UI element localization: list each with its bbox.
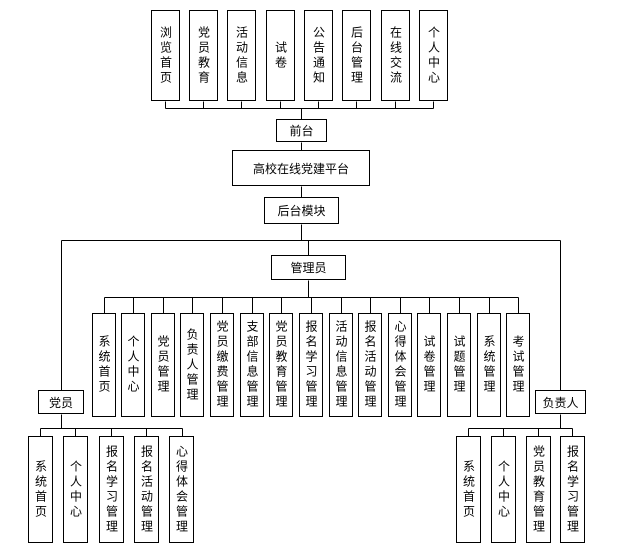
member-label: 党员: [48, 395, 73, 410]
admin-item-study-signup-mgmt: 报名学习管理: [299, 313, 323, 417]
admin-item-label: 系统首页: [97, 335, 111, 395]
admin-item-activity-signup-mgmt: 报名活动管理: [358, 313, 382, 417]
member-item-system-home: 系统首页: [28, 436, 53, 543]
front-item-label: 后台管理: [349, 25, 364, 86]
admin-item-label: 心得体会管理: [393, 320, 407, 410]
admin-item-system-mgmt: 系统管理: [477, 313, 501, 417]
leader-item-personal-center: 个人中心: [491, 436, 516, 543]
admin-item-branch-info-mgmt: 支部信息管理: [240, 313, 264, 417]
leader-item-study-signup-mgmt: 报名学习管理: [560, 436, 585, 543]
front-item-label: 公告通知: [311, 25, 326, 86]
admin-item-activity-info-mgmt: 活动信息管理: [329, 313, 353, 417]
member-item-activity-signup-mgmt: 报名活动管理: [134, 436, 159, 543]
admin-item-label: 报名学习管理: [304, 320, 318, 410]
admin-item-paper-mgmt: 试卷管理: [417, 313, 441, 417]
leader-item-label: 党员教育管理: [531, 444, 546, 535]
front-hub-box: 前台: [276, 119, 327, 142]
admin-item-personal-center: 个人中心: [121, 313, 145, 417]
leader-item-label: 系统首页: [461, 459, 476, 520]
platform-label: 高校在线党建平台: [252, 161, 349, 176]
front-item-announcement: 公告通知: [304, 10, 333, 101]
admin-item-label: 党员缴费管理: [215, 320, 229, 410]
member-item-label: 心得体会管理: [174, 444, 189, 535]
leader-box: 负责人: [535, 390, 586, 414]
admin-label: 管理员: [290, 261, 327, 275]
admin-item-label: 党员管理: [156, 335, 170, 395]
admin-item-label: 负责人管理: [185, 327, 199, 403]
admin-item-leader-mgmt: 负责人管理: [180, 313, 204, 417]
member-item-study-signup-mgmt: 报名学习管理: [99, 436, 124, 543]
admin-item-label: 个人中心: [126, 335, 140, 395]
admin-item-label: 考试管理: [511, 335, 525, 395]
admin-item-label: 系统管理: [482, 335, 496, 395]
front-item-backend-admin: 后台管理: [342, 10, 371, 101]
front-item-label: 浏览首页: [158, 25, 173, 86]
admin-item-question-mgmt: 试题管理: [447, 313, 471, 417]
admin-item-label: 试题管理: [452, 335, 466, 395]
admin-item-label: 党员教育管理: [274, 320, 288, 410]
leader-item-education-mgmt: 党员教育管理: [526, 436, 551, 543]
front-item-party-education: 党员教育: [189, 10, 218, 101]
front-item-online-chat: 在线交流: [381, 10, 410, 101]
member-item-label: 报名活动管理: [139, 444, 154, 535]
admin-item-dues-mgmt: 党员缴费管理: [210, 313, 234, 417]
front-item-label: 党员教育: [196, 25, 211, 86]
admin-item-system-home: 系统首页: [92, 313, 116, 417]
backend-label: 后台模块: [277, 204, 326, 218]
member-item-label: 报名学习管理: [104, 444, 119, 535]
front-hub-label: 前台: [289, 124, 314, 138]
front-item-browse-home: 浏览首页: [151, 10, 180, 101]
leader-item-label: 报名学习管理: [565, 444, 580, 535]
member-item-personal-center: 个人中心: [63, 436, 88, 543]
admin-item-member-mgmt: 党员管理: [151, 313, 175, 417]
member-box: 党员: [38, 390, 84, 414]
front-item-personal-center: 个人中心: [419, 10, 448, 101]
admin-box: 管理员: [271, 255, 346, 280]
front-item-label: 活动信息: [234, 25, 249, 86]
admin-item-exam-mgmt: 考试管理: [506, 313, 530, 417]
member-item-reflection-mgmt: 心得体会管理: [169, 436, 194, 543]
leader-item-system-home: 系统首页: [456, 436, 481, 543]
front-item-exam-paper: 试卷: [266, 10, 295, 101]
front-item-label: 在线交流: [388, 25, 403, 86]
admin-item-label: 报名活动管理: [363, 320, 377, 410]
backend-box: 后台模块: [264, 197, 339, 224]
admin-item-label: 支部信息管理: [245, 320, 259, 410]
admin-item-reflection-mgmt: 心得体会管理: [388, 313, 412, 417]
leader-label: 负责人: [542, 395, 579, 410]
platform-box: 高校在线党建平台: [232, 150, 370, 186]
front-item-activity-info: 活动信息: [227, 10, 256, 101]
member-item-label: 系统首页: [33, 459, 48, 520]
leader-item-label: 个人中心: [496, 459, 511, 520]
member-item-label: 个人中心: [68, 459, 83, 520]
front-item-label: 个人中心: [426, 25, 441, 86]
admin-item-education-mgmt: 党员教育管理: [269, 313, 293, 417]
admin-item-label: 活动信息管理: [334, 320, 348, 410]
front-item-label: 试卷: [273, 40, 288, 71]
admin-item-label: 试卷管理: [422, 335, 436, 395]
